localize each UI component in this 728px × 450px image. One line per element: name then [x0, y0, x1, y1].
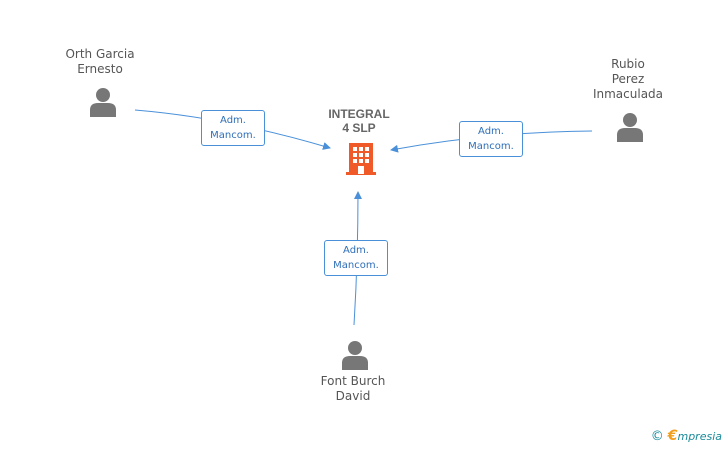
person-name-font[interactable]: Font Burch David: [303, 374, 403, 404]
company-name: INTEGRAL 4 SLP: [318, 107, 400, 135]
relation-label-rubio[interactable]: Adm. Mancom.: [459, 121, 523, 157]
person-name-line1: Font Burch: [320, 374, 386, 388]
person-name-line2: Perez: [611, 72, 645, 86]
person-name-rubio[interactable]: Rubio Perez Inmaculada: [578, 57, 678, 102]
company-name-line2: 4 SLP: [342, 121, 376, 135]
empresia-watermark: ©€mpresia: [651, 428, 722, 444]
relation-role-line2: Mancom.: [468, 141, 514, 152]
relation-label-orth[interactable]: Adm. Mancom.: [201, 110, 265, 146]
person-name-line2: David: [335, 389, 371, 403]
relation-role-line2: Mancom.: [210, 130, 256, 141]
empresia-logo-text: mpresia: [677, 430, 722, 443]
person-icon[interactable]: [616, 112, 644, 142]
relation-role-line1: Adm.: [220, 115, 246, 126]
person-name-line1: Rubio: [611, 57, 645, 71]
person-icon[interactable]: [341, 340, 369, 370]
person-name-line3: Inmaculada: [592, 87, 664, 101]
person-name-line2: Ernesto: [77, 62, 123, 76]
person-name-line1: Orth Garcia: [65, 47, 135, 61]
copyright-symbol: ©: [650, 429, 664, 444]
empresia-logo-e: €: [667, 428, 678, 444]
relation-role-line1: Adm.: [343, 245, 369, 256]
relation-role-line2: Mancom.: [333, 260, 379, 271]
company-name-line1: INTEGRAL: [328, 107, 390, 121]
building-icon[interactable]: [346, 142, 376, 176]
relation-label-font[interactable]: Adm. Mancom.: [324, 240, 388, 276]
person-name-orth[interactable]: Orth Garcia Ernesto: [50, 47, 150, 77]
person-icon[interactable]: [89, 87, 117, 117]
relation-role-line1: Adm.: [478, 126, 504, 137]
